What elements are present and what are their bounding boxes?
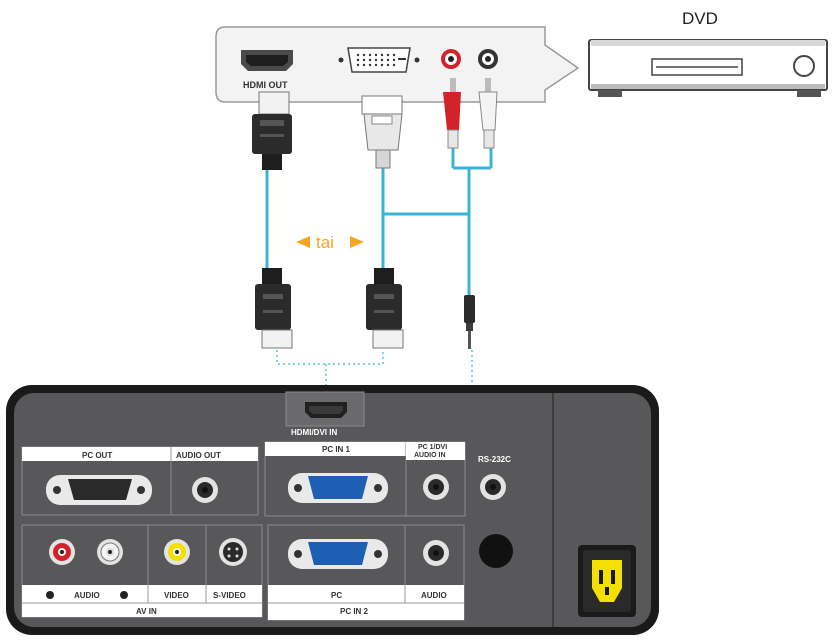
audio-in-label: AUDIO IN <box>414 452 446 459</box>
av-in-group <box>21 524 263 618</box>
power-socket <box>578 545 636 617</box>
rca-plug-red <box>443 78 461 149</box>
hdmi-dvi-in-port <box>285 391 365 427</box>
av-audio-label: AUDIO <box>74 591 100 600</box>
av-s-video-label: S-VIDEO <box>213 591 246 600</box>
dvi-cable-plug-top <box>361 95 403 169</box>
rca-audio-red-port <box>441 49 461 69</box>
pc-dvi-label: PC 1/DVI <box>418 444 447 451</box>
hdmi-dvi-in-label: HDMI/DVI IN <box>291 428 337 437</box>
dvd-player-icon <box>588 39 828 97</box>
rca-plug-white <box>478 78 498 149</box>
pc-in-2-audio-label: AUDIO <box>421 591 447 600</box>
round-plug-hole <box>479 534 513 568</box>
dvd-label: DVD <box>682 9 718 28</box>
cable-length-arrows <box>296 236 364 248</box>
hdmi-cable-plug-left-bottom <box>255 268 293 349</box>
cable-lines <box>265 148 493 295</box>
rca-audio-white-port <box>478 49 498 69</box>
pc-in-2-group <box>267 524 465 621</box>
audio-out-label: AUDIO OUT <box>176 451 221 460</box>
dvi-port <box>338 47 420 73</box>
pc-in-2-label: PC IN 2 <box>340 607 369 616</box>
pc-out-group <box>21 446 259 516</box>
pc-label: PC <box>331 591 342 600</box>
cable-label: tai <box>316 233 334 252</box>
pc-in-1-group <box>264 441 466 517</box>
pc-in-1-label: PC IN 1 <box>322 445 351 454</box>
rs232c-label: RS-232C <box>478 455 511 464</box>
hdmi-cable-plug-top <box>252 91 292 170</box>
hdmi-cable-plug-right-bottom <box>366 268 404 349</box>
av-video-label: VIDEO <box>164 591 189 600</box>
stereo-mini-plug <box>464 295 475 349</box>
av-in-label: AV IN <box>136 607 157 616</box>
pc-out-label: PC OUT <box>82 451 112 460</box>
hdmi-out-port <box>241 50 293 71</box>
hdmi-out-label: HDMI OUT <box>243 80 288 90</box>
rs232c-port <box>480 474 506 500</box>
